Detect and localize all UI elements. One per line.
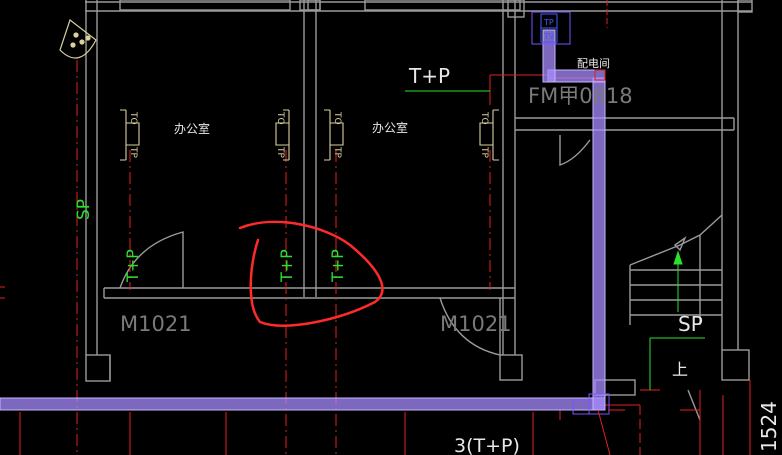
- selected-conduit-path[interactable]: [0, 29, 606, 411]
- label-sp-right: SP: [678, 312, 703, 336]
- outlet-2-bottom: TP: [275, 146, 285, 158]
- label-bottom-tp: 3(T+P): [454, 435, 520, 455]
- label-room-distribution: 配电间: [577, 57, 610, 70]
- outlet-4-bottom: TP: [479, 146, 489, 158]
- label-stair-up: 上: [672, 360, 688, 379]
- annotation-circle: [238, 220, 384, 327]
- label-sp-left: SP: [74, 199, 94, 220]
- outlet-4-top: TO: [479, 111, 489, 125]
- outlet-1-top: TO: [128, 111, 138, 125]
- label-office-left: 办公室: [174, 121, 210, 136]
- label-office-right: 办公室: [372, 120, 408, 135]
- label-door-fm: FM甲0818: [528, 84, 633, 108]
- outlet-1-bottom: TP: [128, 146, 138, 158]
- outlet-3-bottom: TP: [332, 146, 342, 158]
- drawing-texts: T+P 配电间 FM甲0818 办公室 办公室 M1021 M1021 上 SP…: [74, 18, 781, 455]
- label-tp-mid-b: T+P: [328, 249, 347, 283]
- building-walls: [85, 0, 753, 421]
- outlet-2-top: TO: [275, 111, 285, 125]
- label-tp-mid-a: T+P: [277, 249, 296, 283]
- label-door-right: M1021: [440, 312, 512, 336]
- green-leader-lines: [405, 90, 705, 390]
- box-tv-bottom: TV: [543, 32, 555, 41]
- room-outline: [594, 69, 625, 455]
- box-tv-top: TP: [543, 18, 554, 27]
- outlet-3-top: TO: [332, 111, 342, 125]
- network-outlet-symbol-icon: [59, 19, 97, 59]
- label-dim-right: 1524: [757, 401, 781, 452]
- outlet-symbols: [120, 109, 499, 161]
- label-door-left: M1021: [120, 312, 192, 336]
- label-tp-left: T+P: [123, 249, 142, 283]
- tv-box-symbol: [540, 13, 558, 43]
- red-dimension-lines: [0, 0, 751, 455]
- selected-conduit-handles: [531, 11, 610, 415]
- label-tp-top: T+P: [408, 64, 450, 88]
